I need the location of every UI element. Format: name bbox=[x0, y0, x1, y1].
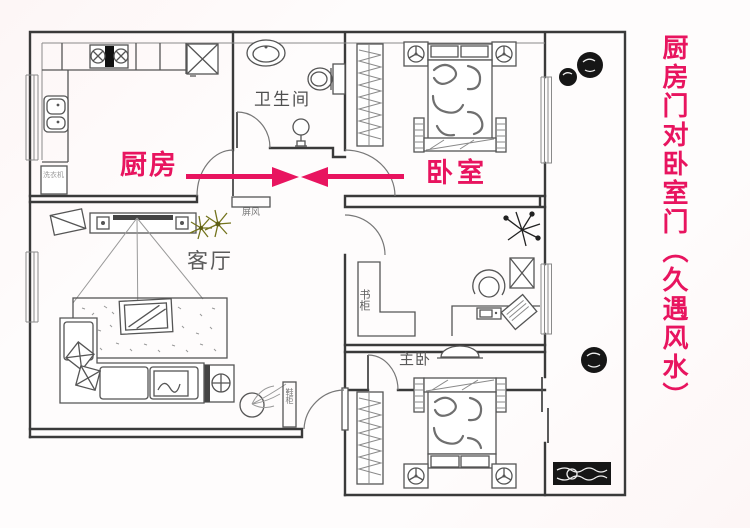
bathroom-label: 卫生间 bbox=[254, 90, 311, 110]
tv-cabinet-icon bbox=[89, 212, 197, 234]
stove-icon bbox=[89, 44, 129, 69]
bookcase-icon bbox=[357, 261, 416, 337]
keyboard-tray-icon bbox=[500, 293, 538, 331]
master-nightstand-left-icon bbox=[403, 463, 429, 489]
toilet-icon bbox=[307, 63, 346, 95]
kitchen-label: 厨房 bbox=[120, 150, 178, 181]
master-radiator-icon bbox=[356, 391, 384, 485]
kitchen-counter bbox=[42, 43, 187, 163]
corridor-plants-top-icon bbox=[559, 52, 603, 86]
entry-door-leaf bbox=[341, 387, 349, 431]
study-plant-icon bbox=[503, 211, 541, 247]
wall-lamp-icon bbox=[437, 345, 483, 359]
cabinet-icon bbox=[509, 257, 535, 289]
fridge-icon bbox=[186, 43, 219, 77]
washing-machine-icon bbox=[40, 165, 68, 195]
bedroom-bed-icon bbox=[413, 43, 507, 153]
windows bbox=[25, 74, 552, 443]
floor-lamp-icon bbox=[292, 118, 310, 147]
vertical-caption: 厨房门对卧室门（久遇风水） bbox=[658, 34, 688, 411]
master-bed-icon bbox=[413, 377, 507, 469]
bathroom-sink-icon bbox=[246, 39, 286, 67]
entry-plant-icon bbox=[239, 383, 287, 418]
living-room-label: 客厅 bbox=[187, 249, 233, 273]
sliding-door bbox=[541, 377, 549, 443]
bedroom-label: 卧室 bbox=[426, 158, 488, 189]
shoe-cabinet-icon bbox=[282, 381, 297, 428]
sofa-icon bbox=[59, 317, 205, 404]
kitchen-sink-icon bbox=[43, 95, 69, 133]
office-chair-icon bbox=[472, 269, 506, 298]
corridor-plant-bottom-icon bbox=[581, 347, 607, 373]
master-nightstand-right-icon bbox=[491, 463, 517, 489]
kitchen-arrow bbox=[186, 167, 299, 187]
bedroom-nightstand-left-icon bbox=[403, 41, 429, 67]
tv-icon bbox=[118, 297, 174, 336]
washing-machine-label: 洗衣机 bbox=[43, 171, 64, 179]
bedroom-nightstand-right-icon bbox=[491, 41, 517, 67]
screen-label: 屏风 bbox=[242, 208, 261, 218]
living-plant-icon bbox=[189, 209, 232, 240]
shoe-cabinet-label: 鞋柜 bbox=[285, 388, 294, 404]
bedroom-arrow bbox=[301, 167, 404, 187]
master-bedroom-label: 主卧 bbox=[399, 350, 432, 368]
side-table-icon bbox=[204, 364, 235, 403]
doormat-icon bbox=[553, 462, 611, 485]
hall-screen-icon bbox=[231, 196, 271, 208]
walls bbox=[28, 30, 627, 497]
bedroom-radiator-icon bbox=[356, 43, 384, 147]
speaker-box-icon bbox=[49, 208, 87, 236]
bookcase-label: 书柜 bbox=[358, 289, 371, 311]
door-arcs bbox=[196, 111, 399, 431]
